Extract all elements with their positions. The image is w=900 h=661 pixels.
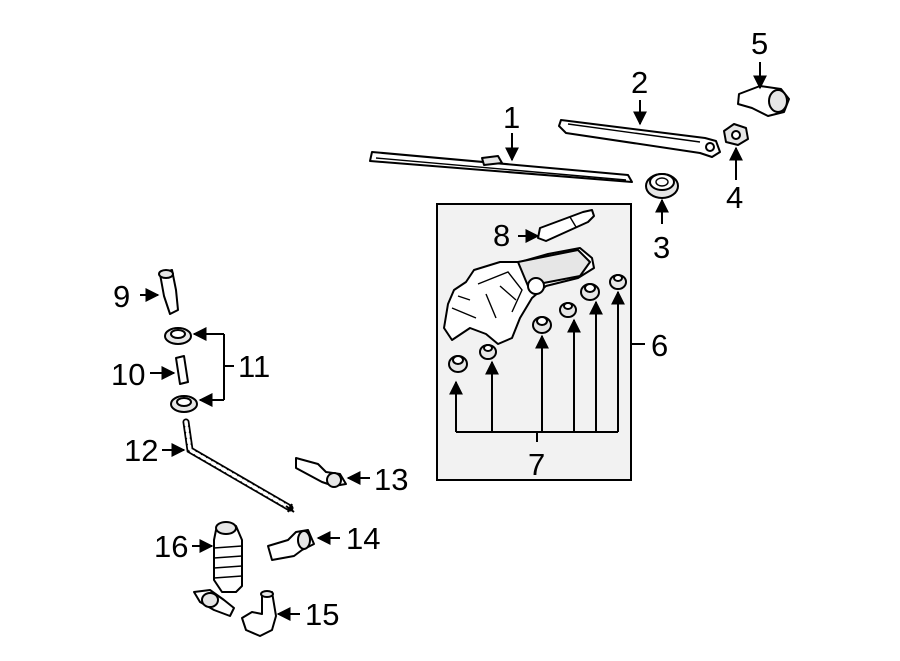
pump-elbow[interactable] <box>241 590 277 637</box>
leader-11 <box>223 334 234 400</box>
nut[interactable] <box>723 123 749 146</box>
pump-grommet[interactable] <box>267 529 315 561</box>
bushing[interactable] <box>559 302 577 318</box>
callout-10: 10 <box>111 357 145 392</box>
callout-4: 4 <box>726 180 743 215</box>
callout-7: 7 <box>528 447 545 482</box>
callout-3: 3 <box>653 230 670 265</box>
wiper-motor[interactable] <box>443 247 595 345</box>
bushing[interactable] <box>479 344 497 360</box>
bushing[interactable] <box>580 283 600 301</box>
callout-14: 14 <box>346 521 380 556</box>
callout-13: 13 <box>374 462 408 497</box>
bushing-set[interactable] <box>448 274 627 373</box>
cap[interactable] <box>737 85 790 117</box>
callout-11: 11 <box>238 349 270 384</box>
callout-16: 16 <box>154 529 188 564</box>
callout-9: 9 <box>113 279 130 314</box>
washer-pump[interactable] <box>193 521 243 617</box>
wiper-arm[interactable] <box>558 119 721 158</box>
bushing[interactable] <box>448 355 468 373</box>
callout-6: 6 <box>651 328 668 363</box>
callout-12: 12 <box>124 433 158 468</box>
hose-connector[interactable] <box>175 355 189 385</box>
leader-7 <box>449 290 625 442</box>
grommet[interactable] <box>645 173 679 199</box>
callout-15: 15 <box>305 597 339 632</box>
callout-5: 5 <box>751 26 768 61</box>
bushing[interactable] <box>532 316 552 334</box>
callout-8: 8 <box>493 218 510 253</box>
hose-clamp[interactable] <box>164 327 192 345</box>
motor-assembly-box <box>436 203 632 481</box>
hose-elbow[interactable] <box>295 457 347 488</box>
callout-1: 1 <box>503 100 520 135</box>
washer-hose[interactable] <box>182 418 295 513</box>
wiper-blade[interactable] <box>369 151 633 183</box>
callout-2: 2 <box>631 65 648 100</box>
hose-clamp[interactable] <box>170 395 198 413</box>
bushing[interactable] <box>609 274 627 290</box>
washer-nozzle[interactable] <box>158 269 179 315</box>
